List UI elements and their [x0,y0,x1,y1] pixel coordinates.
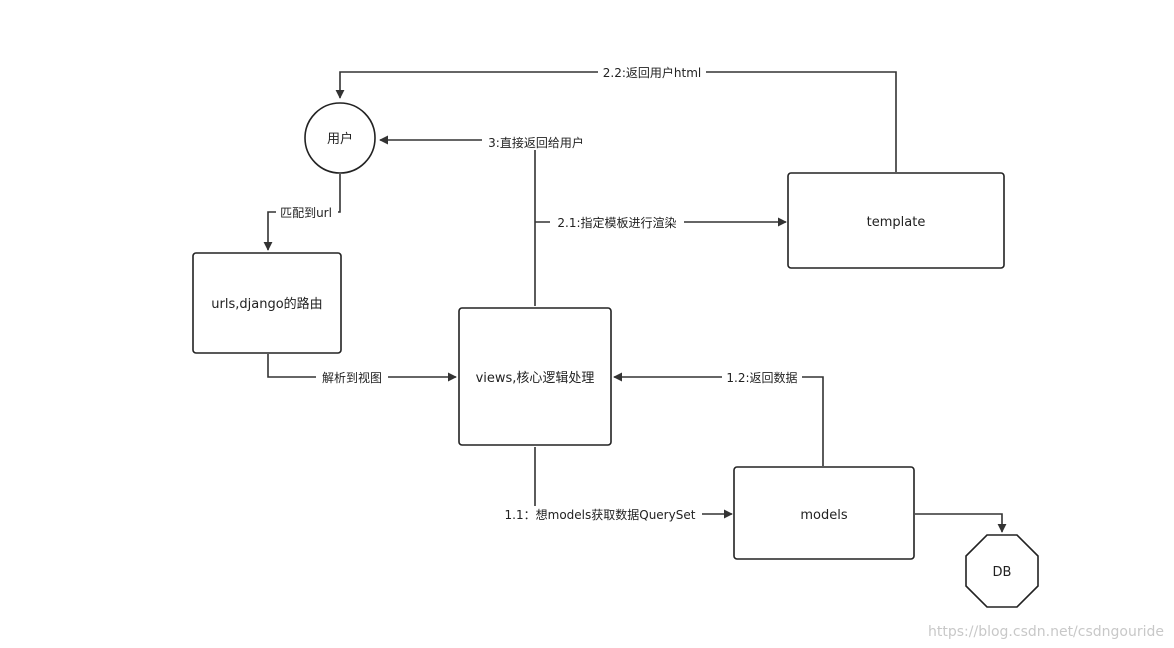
node-views: views,核心逻辑处理 [458,307,612,446]
edge-label-return-html: 2.2:返回用户html [603,65,701,80]
edge-models-to-views [613,372,824,466]
edge-label-match-url: 匹配到url [280,206,332,220]
edge-label-resolve-view: 解析到视图 [322,370,382,385]
node-user: 用户 [304,102,376,174]
node-template: template [787,172,1005,269]
node-views-label: views,核心逻辑处理 [476,371,595,386]
edge-views-to-user [379,135,536,306]
node-template-label: template [867,215,926,230]
node-db: DB [965,534,1039,608]
node-db-label: DB [993,565,1012,580]
edge-label-specify-template: 2.1:指定模板进行渲染 [557,215,676,230]
node-user-label: 用户 [327,131,353,147]
node-models: models [733,466,915,560]
edge-label-return-data: 1.2:返回数据 [726,370,797,385]
node-urls-label: urls,django的路由 [211,296,322,312]
edge-label-direct-return: 3:直接返回给用户 [488,135,584,150]
edge-models-to-db [915,513,1007,533]
edge-template-to-user [335,71,897,172]
edge-urls-to-views [267,354,457,382]
node-urls: urls,django的路由 [192,252,342,354]
watermark-text: https://blog.csdn.net/csdngouride [928,624,1164,640]
edge-views-to-models [534,447,733,519]
edge-label-get-queryset: 1.1：想models获取数据QuerySet [505,507,696,522]
node-models-label: models [800,508,847,523]
